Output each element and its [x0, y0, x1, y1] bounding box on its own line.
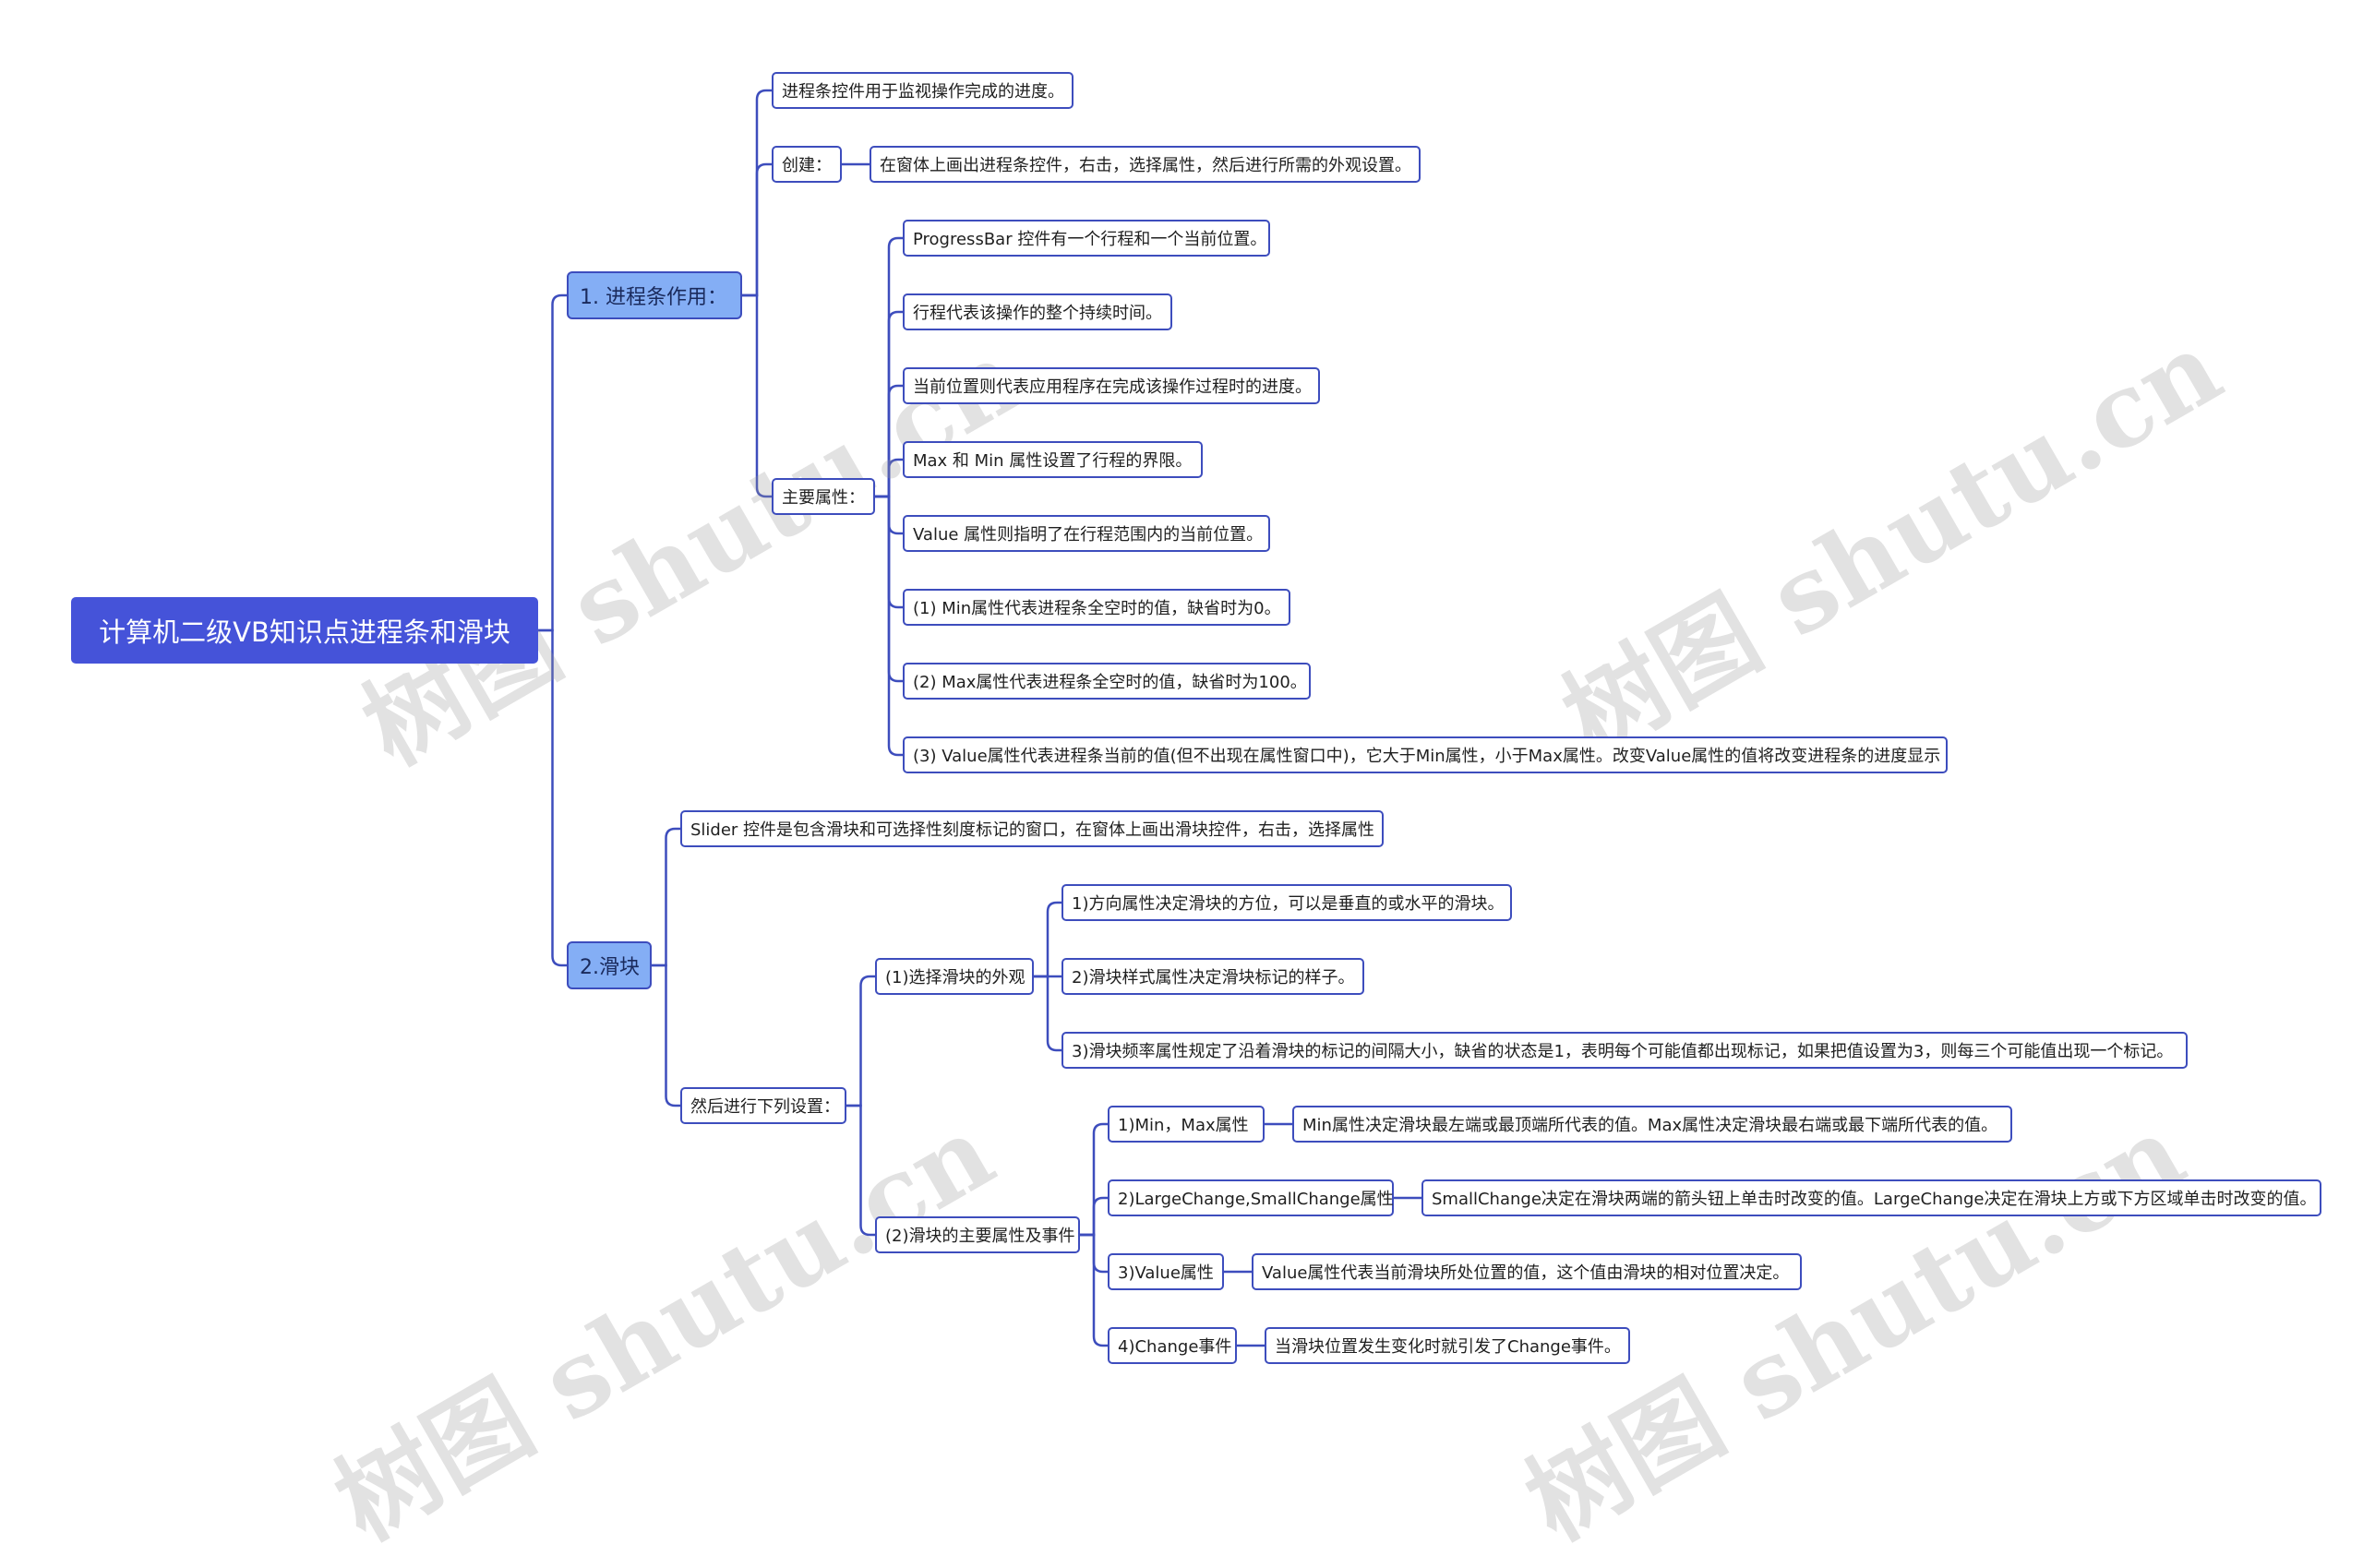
progressbar-prop-item[interactable]: 当前位置则代表应用程序在完成该操作过程时的进度。: [903, 367, 1320, 404]
connector-line: [1034, 901, 1062, 978]
branch-progressbar[interactable]: 1. 进程条作用：: [567, 271, 742, 319]
connector-line: [1080, 1196, 1108, 1237]
progressbar-prop-item[interactable]: (2) Max属性代表进程条全空时的值，缺省时为100。: [903, 663, 1311, 700]
slider-appearance-item[interactable]: 1)方向属性决定滑块的方位，可以是垂直的或水平的滑块。: [1062, 884, 1512, 921]
slider-prop-desc[interactable]: Value属性代表当前滑块所处位置的值，这个值由滑块的相对位置决定。: [1252, 1253, 1802, 1290]
progressbar-create-text[interactable]: 在窗体上画出进程条控件，右击，选择属性，然后进行所需的外观设置。: [870, 146, 1421, 183]
progressbar-prop-item[interactable]: (1) Min属性代表进程条全空时的值，缺省时为0。: [903, 589, 1290, 626]
progressbar-create-label[interactable]: 创建：: [772, 146, 842, 183]
mindmap-canvas: 树图 shutu.cn 树图 shutu.cn 树图 shutu.cn 树图 s…: [71, 72, 2321, 1562]
connector-line: [875, 236, 903, 498]
progressbar-purpose[interactable]: 进程条控件用于监视操作完成的进度。: [772, 72, 1074, 109]
connector-line: [538, 293, 567, 632]
progressbar-props-label[interactable]: 主要属性：: [772, 478, 875, 515]
slider-prop-desc[interactable]: Min属性决定滑块最左端或最顶端所代表的值。Max属性决定滑块最右端或最下端所代…: [1292, 1106, 2012, 1143]
connector-line: [846, 975, 875, 1107]
slider-appearance-label[interactable]: (1)选择滑块的外观: [875, 958, 1034, 995]
progressbar-prop-item[interactable]: (3) Value属性代表进程条当前的值(但不出现在属性窗口中)，它大于Min属…: [903, 736, 1948, 773]
slider-prop-label[interactable]: 2)LargeChange,SmallChange属性: [1108, 1179, 1394, 1216]
connector-line: [652, 827, 680, 967]
slider-appearance-item[interactable]: 3)滑块频率属性规定了沿着滑块的标记的间隔大小，缺省的状态是1，表明每个可能值都…: [1062, 1032, 2188, 1069]
connector-line: [742, 89, 772, 297]
slider-appearance-item[interactable]: 2)滑块样式属性决定滑块标记的样子。: [1062, 958, 1364, 995]
progressbar-prop-item[interactable]: Value 属性则指明了在行程范围内的当前位置。: [903, 515, 1270, 552]
slider-main-props-label[interactable]: (2)滑块的主要属性及事件: [875, 1216, 1080, 1253]
connector-line: [875, 384, 903, 498]
connector-line: [1080, 1122, 1108, 1237]
connector-line: [1080, 1233, 1108, 1347]
connector-line: [742, 162, 772, 297]
root-topic[interactable]: 计算机二级VB知识点进程条和滑块: [71, 597, 538, 664]
connector-line: [875, 495, 903, 757]
branch-slider[interactable]: 2.滑块: [567, 941, 652, 989]
progressbar-prop-item[interactable]: ProgressBar 控件有一个行程和一个当前位置。: [903, 220, 1270, 257]
slider-prop-label[interactable]: 1)Min，Max属性: [1108, 1106, 1265, 1143]
slider-prop-desc[interactable]: SmallChange决定在滑块两端的箭头钮上单击时改变的值。LargeChan…: [1421, 1179, 2321, 1216]
connector-line: [742, 293, 772, 498]
slider-prop-label[interactable]: 4)Change事件: [1108, 1327, 1237, 1364]
connector-lines: [538, 89, 1421, 1347]
slider-prop-desc[interactable]: 当滑块位置发生变化时就引发了Change事件。: [1265, 1327, 1630, 1364]
connector-line: [538, 628, 567, 967]
progressbar-prop-item[interactable]: 行程代表该操作的整个持续时间。: [903, 293, 1172, 330]
connector-line: [875, 310, 903, 498]
connector-line: [1034, 975, 1062, 1052]
slider-intro[interactable]: Slider 控件是包含滑块和可选择性刻度标记的窗口，在窗体上画出滑块控件，右击…: [680, 810, 1384, 847]
connector-line: [652, 964, 680, 1107]
connector-line: [875, 458, 903, 498]
connector-line: [846, 1104, 875, 1237]
slider-prop-label[interactable]: 3)Value属性: [1108, 1253, 1224, 1290]
slider-settings-label[interactable]: 然后进行下列设置：: [680, 1087, 846, 1124]
progressbar-prop-item[interactable]: Max 和 Min 属性设置了行程的界限。: [903, 441, 1203, 478]
